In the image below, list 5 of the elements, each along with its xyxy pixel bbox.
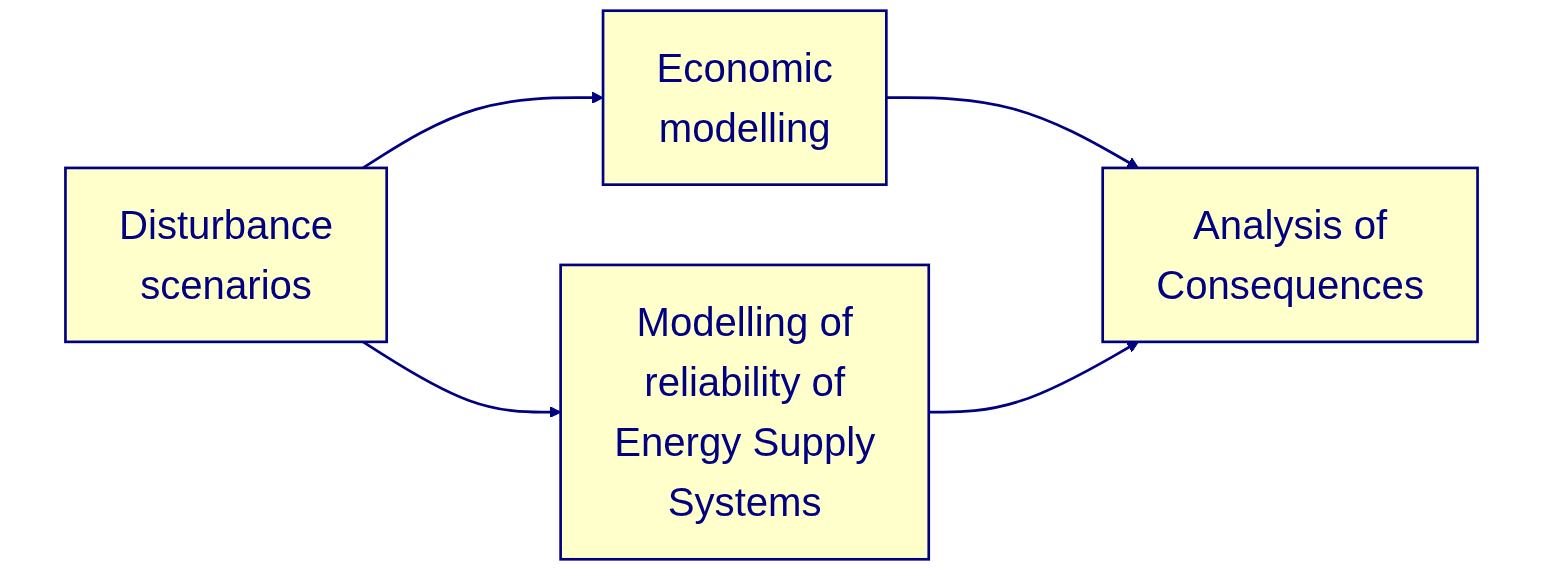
node-box: Disturbance scenarios — [64, 166, 388, 344]
node-box: Economic modelling — [601, 9, 888, 186]
node-box: Modelling of reliability of Energy Supply Systems — [559, 263, 931, 561]
node-box: Analysis of Consequences — [1101, 166, 1479, 344]
arrow — [928, 341, 1139, 414]
